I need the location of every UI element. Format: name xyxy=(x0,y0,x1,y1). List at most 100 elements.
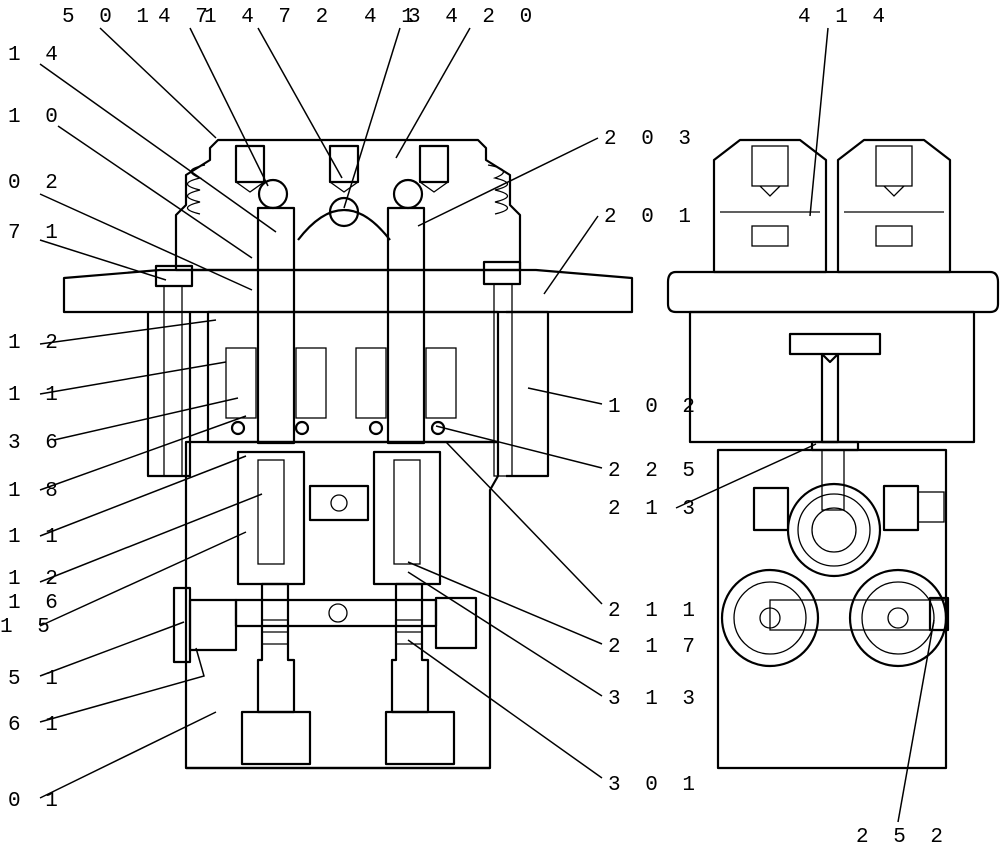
spring-upper-left-a xyxy=(225,347,257,419)
callout-225: 2 2 5 xyxy=(608,460,701,483)
port-ring-top-mid xyxy=(797,493,871,567)
side-lower-body xyxy=(716,448,948,770)
leader-01 xyxy=(39,711,217,799)
leader-3420 xyxy=(395,27,471,159)
callout-71: 7 1 xyxy=(8,222,64,245)
bolt-head-right xyxy=(482,260,522,286)
lower-plug xyxy=(928,596,950,632)
callout-203: 2 0 3 xyxy=(604,128,697,151)
callout-10: 1 0 xyxy=(8,106,64,129)
piston-left xyxy=(256,582,296,714)
port-ring-right-mid xyxy=(861,581,935,655)
leader-14 xyxy=(39,63,277,233)
leader-252 xyxy=(897,619,935,823)
port-ring-right-outer xyxy=(848,568,948,668)
spring-upper-right-a xyxy=(355,347,387,419)
leader-lines xyxy=(39,27,935,823)
cap-head-left xyxy=(712,138,828,274)
center-port-hole xyxy=(330,494,348,512)
leader-201 xyxy=(543,215,599,295)
port-ring-top-outer xyxy=(786,482,882,578)
seal-ring-l1 xyxy=(230,420,246,436)
leader-313 xyxy=(407,571,603,697)
leader-217 xyxy=(407,561,603,645)
spring-chamber xyxy=(206,310,500,444)
leader-18 xyxy=(39,415,247,491)
upper-body xyxy=(146,310,550,478)
leader-10 xyxy=(57,125,253,259)
side-center-rod xyxy=(820,352,840,444)
plug-body-left xyxy=(188,598,238,652)
plunger-right xyxy=(386,206,426,445)
callout-36: 3 6 xyxy=(8,432,64,455)
leader-02 xyxy=(39,193,253,291)
spring-upper-right-b xyxy=(425,347,457,419)
callout-14: 1 4 xyxy=(8,44,64,67)
leader-203 xyxy=(417,137,599,227)
callout-61: 6 1 xyxy=(8,714,64,737)
callout-11b: 1 1 xyxy=(8,526,64,549)
bolt-shank-left xyxy=(163,285,183,477)
callout-11a: 1 1 xyxy=(8,384,64,407)
callout-102: 1 0 2 xyxy=(608,396,701,419)
callout-301: 3 0 1 xyxy=(608,774,701,797)
cap-base-right xyxy=(875,225,913,247)
leader-102 xyxy=(527,387,603,405)
piston-right xyxy=(390,582,430,714)
leader-71 xyxy=(39,239,167,281)
cap-socket-right xyxy=(875,145,913,187)
cap-socket-left xyxy=(751,145,789,187)
callout-51: 5 1 xyxy=(8,668,64,691)
leader-213 xyxy=(675,443,817,509)
leader-36 xyxy=(53,397,239,441)
callout-414: 4 1 4 xyxy=(798,6,891,29)
leader-41 xyxy=(343,27,401,209)
callout-1472: 1 4 7 2 xyxy=(204,6,334,29)
leader-301 xyxy=(407,639,603,779)
leader-11b xyxy=(39,455,247,537)
callout-47: 4 7 xyxy=(158,6,214,29)
side-top-slot xyxy=(788,332,882,356)
side-rod-lower xyxy=(821,449,845,511)
callout-16: 1 6 xyxy=(8,592,64,615)
leader-225 xyxy=(435,425,603,469)
socket-right xyxy=(418,144,450,184)
callout-213: 2 1 3 xyxy=(608,498,701,521)
callout-41: 4 1 xyxy=(364,6,420,29)
leader-47 xyxy=(189,27,269,187)
callout-3420: 3 4 2 0 xyxy=(408,6,538,29)
plunger-left xyxy=(256,206,296,445)
callout-01: 0 1 xyxy=(8,790,64,813)
bellows-right xyxy=(487,164,509,215)
callout-252: 2 5 2 xyxy=(856,826,949,849)
ball-left xyxy=(257,178,289,210)
fitting-nipple xyxy=(917,491,945,523)
lower-body xyxy=(184,440,500,770)
cross-passage-hole xyxy=(328,603,348,623)
lower-cross-passage xyxy=(769,599,947,631)
port-ring-right-inner xyxy=(887,607,909,629)
callout-12a: 1 2 xyxy=(8,332,64,355)
socket-tips xyxy=(235,181,449,193)
piston-grooves xyxy=(262,619,422,645)
callout-02: 0 2 xyxy=(8,172,64,195)
callout-18: 1 8 xyxy=(8,480,64,503)
ball-right xyxy=(392,178,424,210)
callout-211: 2 1 1 xyxy=(608,600,701,623)
callout-labels: 5 0 1 4 7 1 4 7 2 4 1 3 4 2 0 1 4 1 0 0 … xyxy=(0,6,949,849)
port-ring-top-inner xyxy=(811,507,857,553)
spool-right xyxy=(393,459,421,565)
cap-head-right xyxy=(836,138,952,274)
spool-left xyxy=(257,459,285,565)
fitting-cap-right xyxy=(882,484,920,532)
leader-15 xyxy=(39,531,247,627)
seal-ring-l2 xyxy=(294,420,310,436)
foot-right xyxy=(384,710,456,766)
foot-left xyxy=(240,710,312,766)
side-flange xyxy=(666,270,1000,314)
leader-61 xyxy=(39,647,205,723)
callout-15: 1 5 xyxy=(0,616,56,639)
leader-414 xyxy=(809,27,829,217)
spring-upper-left-b xyxy=(295,347,327,419)
